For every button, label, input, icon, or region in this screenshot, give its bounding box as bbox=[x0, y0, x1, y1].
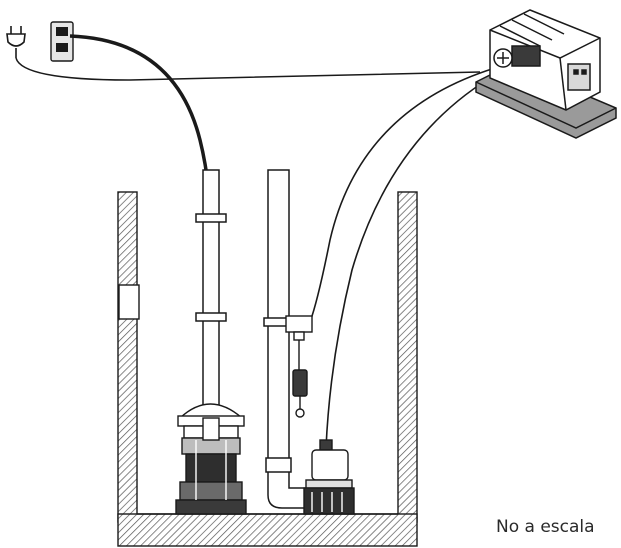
float-switch-cord bbox=[309, 67, 496, 323]
power-plug-icon bbox=[6, 26, 26, 58]
backup-sump-pump bbox=[303, 439, 355, 515]
float-switch bbox=[285, 315, 313, 418]
power-cables bbox=[15, 34, 496, 449]
backup-battery-box bbox=[475, 9, 617, 139]
pit-floor bbox=[117, 513, 418, 547]
pit-right-wall bbox=[397, 191, 418, 523]
scale-note: No a escala bbox=[496, 517, 595, 537]
backup-discharge-pipe bbox=[263, 169, 313, 509]
plug-cord bbox=[15, 57, 481, 81]
primary-sump-pump bbox=[175, 403, 247, 515]
main-pump-cord bbox=[69, 34, 215, 421]
primary-discharge-pipe bbox=[195, 169, 227, 431]
pit-inlet-opening bbox=[118, 284, 140, 320]
pit-left-wall bbox=[117, 191, 138, 523]
wall-outlet-icon bbox=[50, 21, 74, 62]
backup-pump-cord bbox=[325, 77, 491, 449]
